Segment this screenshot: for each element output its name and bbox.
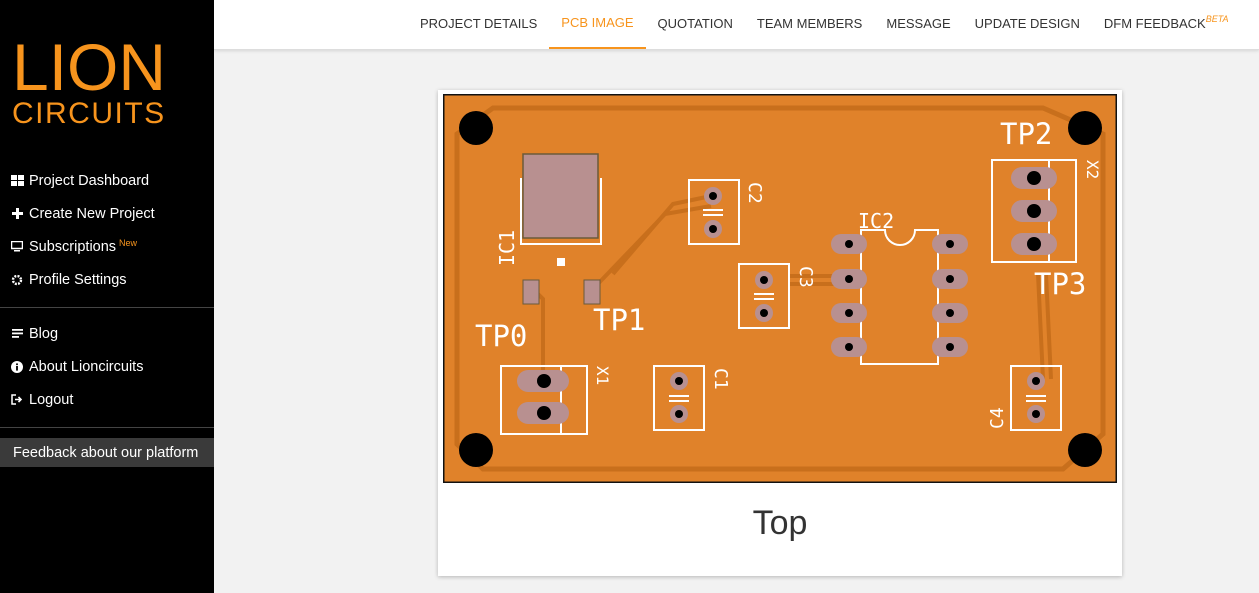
lioncircuits-logo[interactable]: LION CIRCUITS <box>12 30 194 130</box>
sidebar-item-label: Blog <box>29 325 59 342</box>
sidebar-item-blog[interactable]: Blog <box>0 317 214 350</box>
svg-text:C2: C2 <box>744 182 765 204</box>
sidebar-item-label: Project Dashboard <box>29 172 150 189</box>
sidebar: LION CIRCUITS Project Dashboard Create N… <box>0 0 214 593</box>
sidebar-item-create-project[interactable]: Create New Project <box>0 197 214 230</box>
monitor-icon <box>10 240 24 254</box>
dashboard-icon <box>10 174 24 188</box>
pcb-image-card: TP0 TP1 TP2 TP3 IC2 IC1 C2 C3 C1 C4 X1 X… <box>438 90 1122 576</box>
svg-text:IC2: IC2 <box>858 209 894 233</box>
svg-text:CIRCUITS: CIRCUITS <box>12 97 166 130</box>
svg-text:C4: C4 <box>987 407 1008 429</box>
tab-quotation[interactable]: QUOTATION <box>657 16 733 31</box>
logout-icon <box>10 393 24 407</box>
sidebar-item-logout[interactable]: Logout <box>0 383 214 416</box>
svg-text:TP1: TP1 <box>593 303 645 337</box>
sidebar-item-label: Logout <box>29 391 74 408</box>
tab-team-members[interactable]: TEAM MEMBERS <box>756 16 863 31</box>
feedback-button[interactable]: Feedback about our platform <box>0 438 214 467</box>
sidebar-item-subscriptions[interactable]: Subscriptions New <box>0 230 214 263</box>
pcb-top-image: TP0 TP1 TP2 TP3 IC2 IC1 C2 C3 C1 C4 X1 X… <box>443 94 1117 483</box>
sidebar-secondary-nav: Blog About Lioncircuits Logout <box>0 317 214 416</box>
mounting-hole <box>1068 433 1102 467</box>
svg-text:LION: LION <box>12 30 166 104</box>
info-icon <box>10 360 24 374</box>
svg-text:IC1: IC1 <box>495 230 519 266</box>
tab-message[interactable]: MESSAGE <box>886 16 951 31</box>
mounting-hole <box>459 433 493 467</box>
sidebar-item-about[interactable]: About Lioncircuits <box>0 350 214 383</box>
svg-text:C1: C1 <box>710 368 731 390</box>
sidebar-item-label: Subscriptions <box>29 238 117 255</box>
tab-bar: PROJECT DETAILS PCB IMAGE QUOTATION TEAM… <box>408 0 1241 50</box>
new-badge: New <box>119 237 138 248</box>
svg-text:TP0: TP0 <box>475 319 527 353</box>
pcb-side-caption: Top <box>752 504 808 542</box>
beta-badge: BETA <box>1205 13 1229 24</box>
tab-pcb-image[interactable]: PCB IMAGE <box>549 0 646 49</box>
mounting-hole <box>459 111 493 145</box>
sidebar-item-project-dashboard[interactable]: Project Dashboard <box>0 164 214 197</box>
sidebar-item-label: Profile Settings <box>29 271 127 288</box>
svg-text:C3: C3 <box>795 266 816 288</box>
svg-text:X1: X1 <box>593 366 612 385</box>
lines-icon <box>10 327 24 341</box>
plus-icon <box>10 207 24 221</box>
sidebar-item-label: About Lioncircuits <box>29 358 144 375</box>
mounting-hole <box>1068 111 1102 145</box>
tab-update-design[interactable]: UPDATE DESIGN <box>974 16 1080 31</box>
svg-text:TP3: TP3 <box>1034 267 1086 301</box>
sidebar-divider <box>0 307 214 308</box>
sidebar-item-label: Create New Project <box>29 205 155 222</box>
sidebar-divider <box>0 427 214 428</box>
top-navigation: PROJECT DETAILS PCB IMAGE QUOTATION TEAM… <box>214 0 1259 50</box>
sidebar-main-nav: Project Dashboard Create New Project Sub… <box>0 164 214 296</box>
gear-icon <box>10 273 24 287</box>
svg-text:TP2: TP2 <box>1000 117 1052 151</box>
sidebar-item-profile-settings[interactable]: Profile Settings <box>0 263 214 296</box>
svg-text:X2: X2 <box>1083 160 1102 179</box>
tab-project-details[interactable]: PROJECT DETAILS <box>420 16 538 31</box>
